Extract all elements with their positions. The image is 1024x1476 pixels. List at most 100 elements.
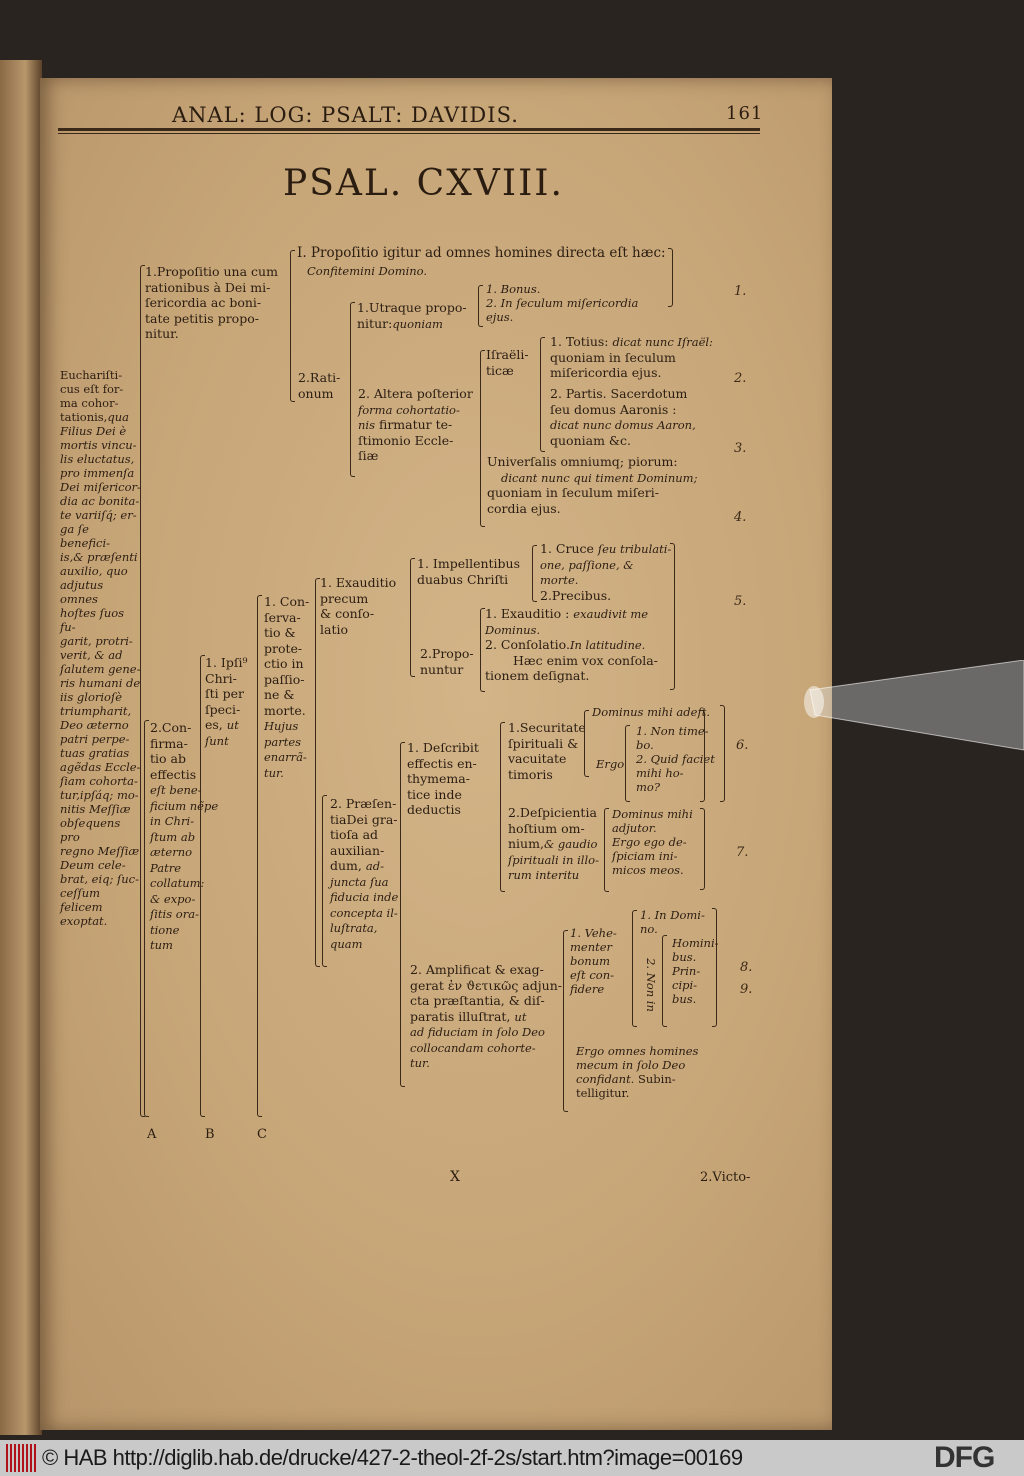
despicientia-text: 2.Deſpicientia hoſtium om- nium, [508, 805, 597, 851]
hab-logo-icon [6, 1444, 36, 1472]
node-partis: 2. Partis. Sacerdotum ſeu domus Aaronis … [550, 386, 720, 448]
praesentia-text: 2. Præſen- tiaDei gra- tioſa ad auxilian… [330, 796, 398, 873]
node-exauditio-precum: 1. Exauditio precum & conſo- latio [320, 575, 397, 637]
node-conservatio: 1. Con- ſerva- tio & prote- ctio in paſſ… [264, 594, 309, 780]
bracket [144, 720, 149, 1117]
catchword: 2.Victo- [700, 1170, 751, 1185]
despicientia-italic: & gaudio ſpirituali in illo- rum interit… [508, 837, 599, 882]
bracket [625, 725, 630, 802]
precibus-text: 2.Precibus. [540, 587, 612, 603]
node-ergo: Ergo [596, 757, 625, 771]
amplificat-text: 2. Amplificat & exag- gerat ἐν ϑετικῶς a… [410, 962, 562, 1024]
bracket [140, 265, 145, 1117]
bracket [290, 250, 295, 402]
page-number: 161 [726, 103, 764, 124]
node-altera: 2. Altera poſterior forma cohortatio- ni… [358, 386, 483, 464]
column-letter-c: C [257, 1127, 267, 1142]
confirmatio-italic: eſt bene- ficium nẽpe in Chri- ſtum ab æ… [150, 783, 219, 952]
node-proponuntur: 2.Propo- nuntur [420, 646, 474, 677]
summary-roman: Euchariſti- cus eſt for- ma cohor- tatio… [60, 368, 124, 424]
bracket [200, 655, 205, 1117]
node-despicientia: 2.Deſpicientia hoſtium om- nium,& gaudio… [508, 805, 599, 883]
node-ergo-omnes: Ergo omnes homines mecum in ſolo Deo con… [576, 1044, 716, 1100]
ipsi-text: 1. Ipſi⁹ Chri- ſti per ſpeci- es, [205, 655, 248, 732]
verse-number: 3. [734, 441, 747, 456]
node-totius: 1. Totius: dicat nunc Iſraël: quoniam in… [550, 334, 720, 381]
bracket [478, 285, 483, 327]
summary-column: Euchariſti- cus eſt for- ma cohor- tatio… [60, 368, 142, 928]
subintelligitur-text: Subin- telligitur. [576, 1072, 676, 1100]
exauditio-text: 1. Exauditio : [485, 606, 570, 621]
footer-bar: © HAB http://diglib.hab.de/drucke/427-2-… [0, 1440, 1024, 1476]
copyright-url[interactable]: © HAB http://diglib.hab.de/drucke/427-2-… [42, 1445, 743, 1470]
node-exauditio: 1. Exauditio : exaudivit me Dominus. 2. … [485, 606, 675, 684]
conservatio-italic: Hujus partes enarrã- tur. [264, 719, 307, 780]
node-propositio-una: 1.Propoſitio una cum rationibus à Dei mi… [145, 264, 278, 341]
node-amplificat: 2. Amplificat & exag- gerat ἐν ϑετικῶς a… [410, 962, 570, 1071]
verse-number: 2. [734, 371, 747, 386]
summary-italic: qua Filius Dei è mortis vincu- lis eluct… [60, 410, 141, 928]
bracket [480, 350, 485, 527]
node-non-timebo: 1. Non time- bo. 2. Quid faciet mihi ho-… [636, 724, 715, 794]
book-page [40, 78, 832, 1430]
praesentia-italic: ad- juncta ſua fiducia inde concepta il-… [330, 859, 399, 951]
consolatio-text: 2. Conſolatio. [485, 637, 570, 652]
node-describit: 1. Deſcribit effectis en- thymema- tice … [407, 740, 479, 817]
universalis-text-2: quoniam in ſeculum miſeri- cordia ejus. [487, 485, 659, 516]
node-praesentia: 2. Præſen- tiaDei gra- tioſa ad auxilian… [330, 796, 398, 951]
consolatio-text-2: Hæc enim vox conſola- tionem deſignat. [485, 652, 658, 684]
bracket [500, 722, 505, 892]
column-letter-a: A [147, 1127, 157, 1142]
signature-mark: X [450, 1169, 460, 1185]
utraque-italic: quoniam [392, 316, 443, 331]
node-propositio-igitur: I. Propoſitio igitur ad omnes homines di… [297, 245, 666, 261]
partis-text: 2. Partis. Sacerdotum ſeu domus Aaronis … [550, 386, 688, 417]
altera-italic: forma cohortatio- nis [358, 402, 460, 432]
facing-page-edge [0, 60, 42, 1435]
psalm-title: PSAL. CXVIII. [283, 163, 564, 204]
bracket [604, 808, 609, 892]
ergo-omnes-italic: Ergo omnes homines mecum in ſolo Deo con… [576, 1044, 699, 1086]
node-bonus: 1. Bonus. 2. In ſeculum miſericordia eju… [486, 282, 639, 324]
universalis-text: Univerſalis omniumq; piorum: [487, 454, 678, 469]
bracket [315, 578, 320, 967]
node-impellentibus: 1. Impellentibus duabus Chriſti [417, 556, 521, 587]
header-rule-thin [58, 133, 760, 134]
bracket [540, 337, 545, 452]
bracket [257, 595, 262, 1117]
column-letter-b: B [205, 1127, 215, 1142]
amplificat-italic: ut ad fiduciam in ſolo Deo collocandam c… [410, 1009, 545, 1070]
header-rule [58, 128, 760, 131]
node-universalis: Univerſalis omniumq; piorum: dicant nunc… [487, 454, 717, 516]
bracket [584, 710, 589, 777]
verse-number: 1. [734, 284, 747, 299]
bracket [563, 930, 568, 1112]
bracket [670, 543, 675, 690]
partis-italic: dicat nunc domus Aaron, [550, 418, 696, 432]
cruce-text: 1. Cruce [540, 541, 594, 556]
node-adest: Dominus mihi adeſt. [592, 705, 710, 719]
totius-text-2: quoniam in ſeculum miſericordia ejus. [550, 349, 676, 381]
node-utraque: 1.Utraque propo- nitur:quoniam [357, 300, 467, 331]
node-securitate: 1.Securitate ſpirituali & vacuitate timo… [508, 720, 586, 782]
bracket [532, 545, 537, 602]
bracket [480, 608, 485, 692]
bracket [632, 910, 637, 1027]
bracket [400, 742, 405, 1087]
glass-weight-reflection [804, 660, 1024, 751]
conservatio-text: 1. Con- ſerva- tio & prote- ctio in paſſ… [264, 594, 310, 718]
consolatio-italic: In latitudine. [569, 638, 646, 652]
bracket [712, 908, 717, 1027]
node-adjutor: Dominus mihi adjutor. Ergo ego de- ſpici… [612, 807, 693, 877]
exauditio-italic: exaudivit me Dominus. [485, 607, 649, 637]
node-cruce: 1. Cruce ſeu tribulati- one, paſſione, &… [540, 541, 680, 603]
bracket [410, 558, 415, 677]
ipsi-italic: ut ſunt [205, 718, 239, 748]
verse-number: 8. [740, 960, 753, 975]
cruce-italic: ſeu tribulati- one, paſſione, & morte. [540, 542, 672, 587]
verse-number: 9. [740, 982, 753, 997]
node-rationum: 2.Rati- onum [298, 370, 341, 401]
confirmatio-text: 2.Con- firma- tio ab effectis [150, 720, 197, 782]
totius-text: 1. Totius: [550, 334, 609, 349]
partis-text-2: quoniam &c. [550, 432, 632, 448]
